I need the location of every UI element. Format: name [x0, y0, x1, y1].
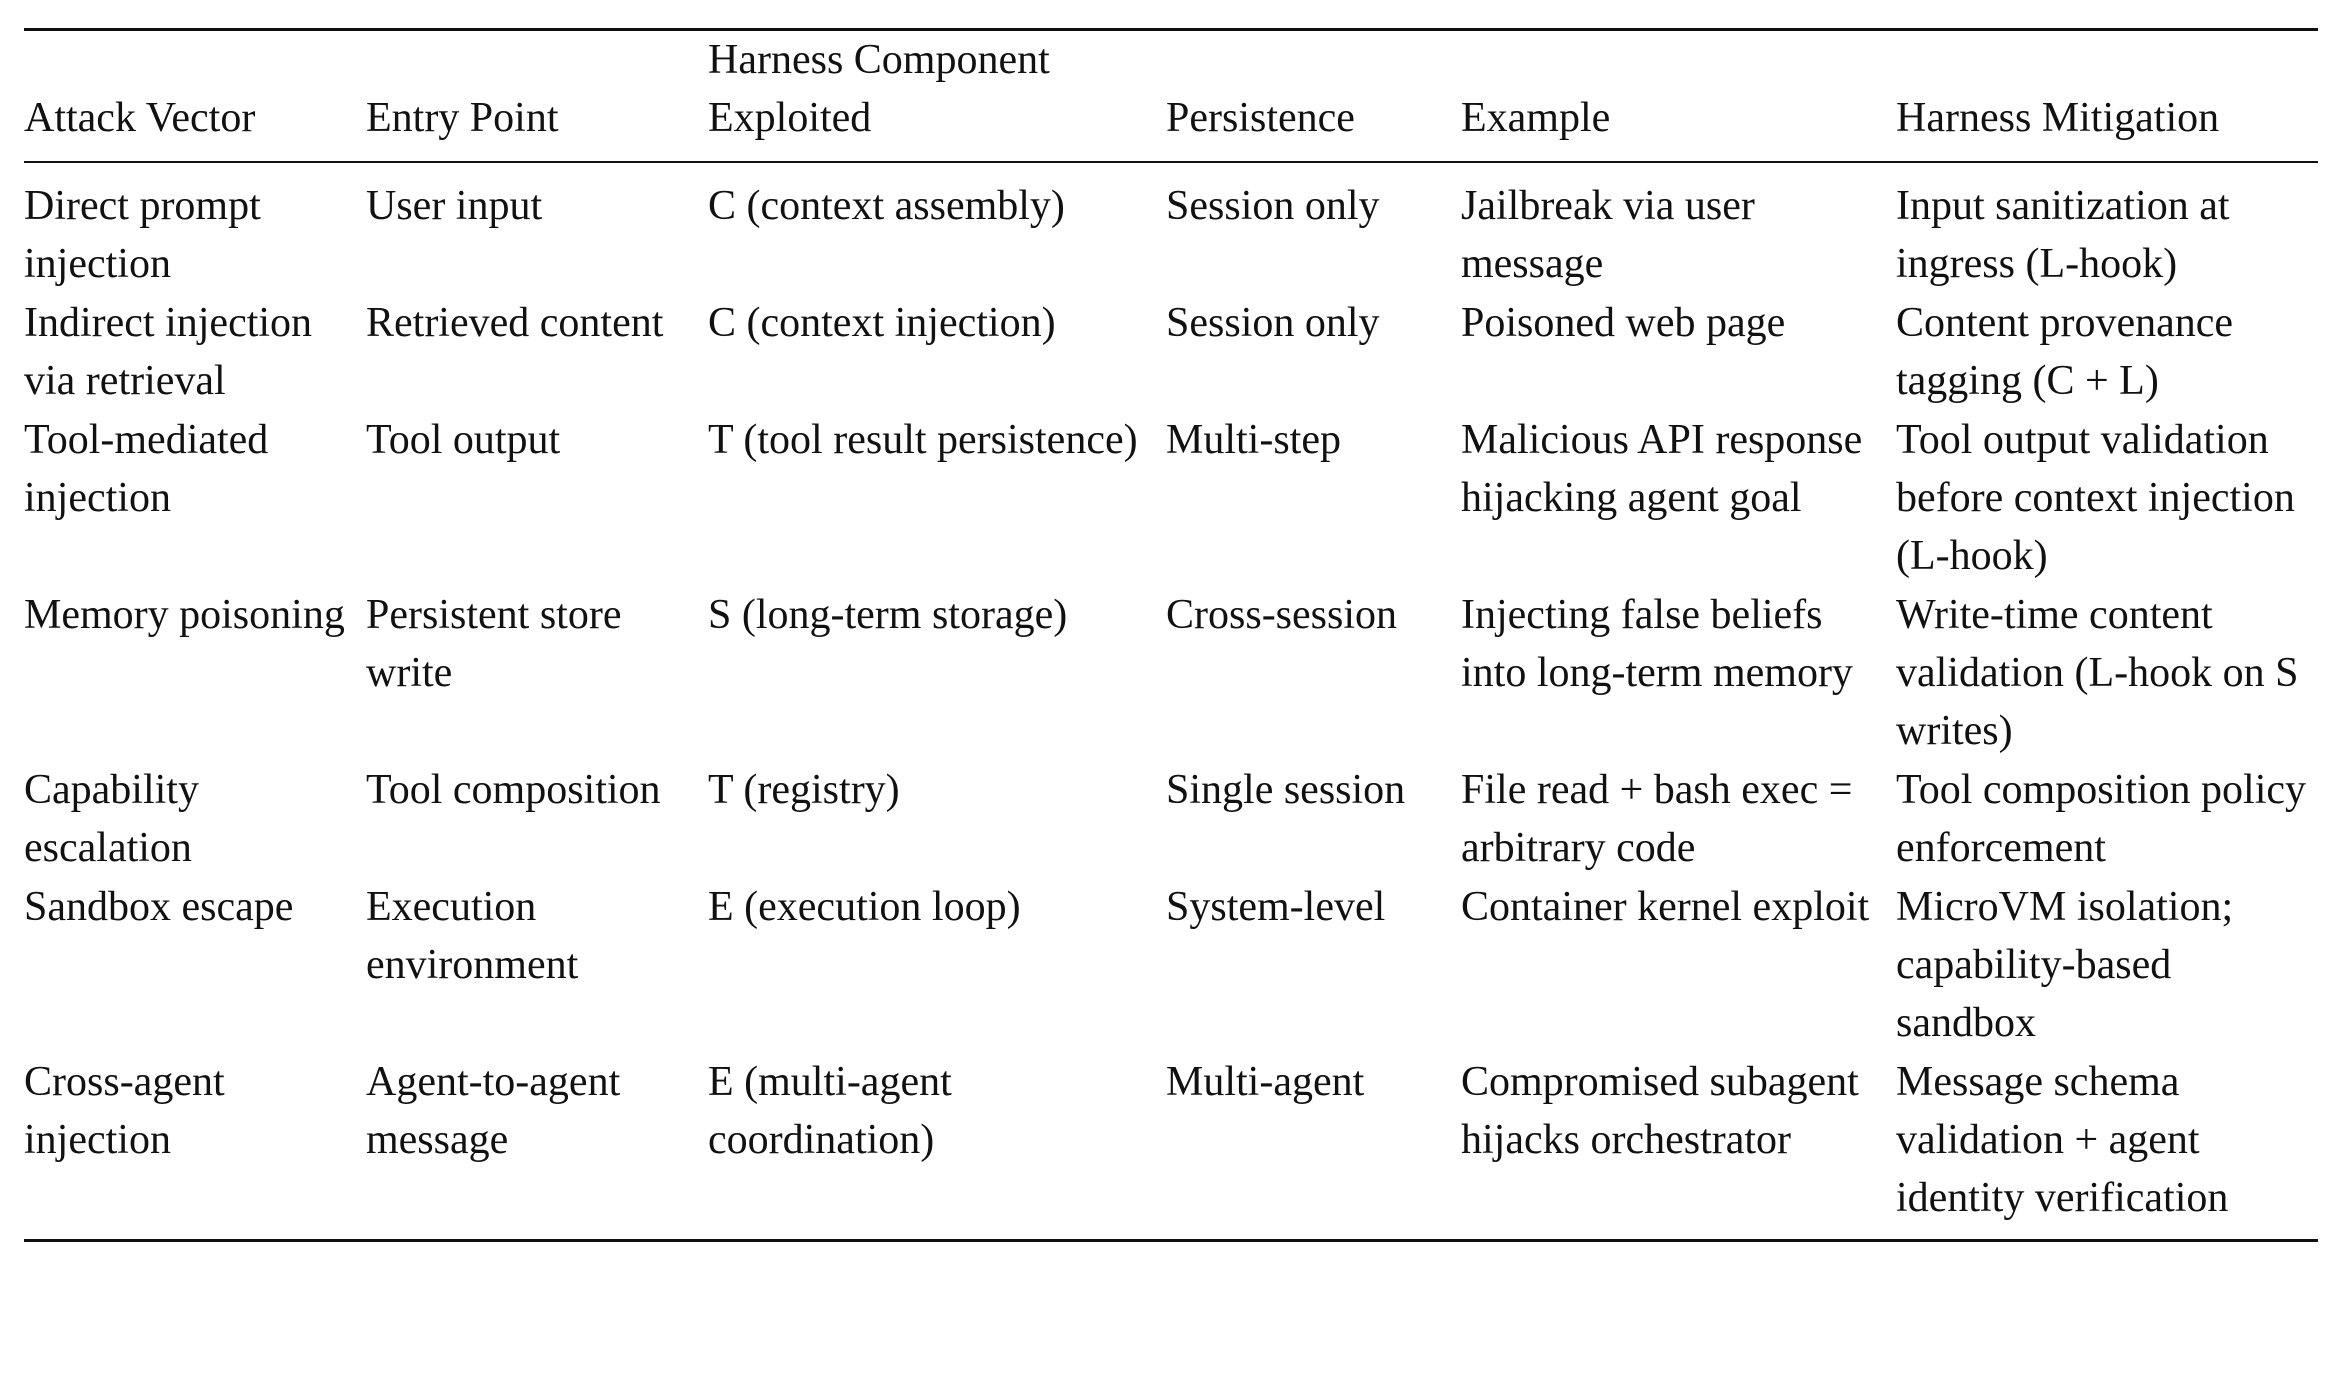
table-row: Cross-agent injection Agent-to-agent mes… [24, 1053, 2318, 1239]
cell-attack-vector: Cross-agent injection [24, 1059, 225, 1163]
cell-persistence: Single session [1166, 767, 1406, 813]
cell-persistence: Session only [1166, 183, 1380, 229]
header-label: Attack Vector [24, 95, 256, 141]
cell-example: Compromised subagent hijacks orchestrato… [1461, 1059, 1859, 1163]
cell-harness-component: C (context injection) [708, 300, 1056, 346]
cell-mitigation: Write-time content validation (L-hook on… [1896, 592, 2299, 754]
header-label: Harness Component Exploited [708, 37, 1050, 141]
cell-example: Malicious API response hijacking agent g… [1461, 417, 1863, 521]
cell-attack-vector: Memory poisoning [24, 592, 345, 638]
cell-entry-point: Persistent store write [366, 592, 622, 696]
header-entry-point: Entry Point [366, 31, 708, 161]
cell-entry-point: Agent-to-agent message [366, 1059, 621, 1163]
cell-entry-point: Tool output [366, 417, 561, 463]
table-row: Memory poisoning Persistent store write … [24, 586, 2318, 761]
cell-example: Container kernel exploit [1461, 884, 1870, 930]
cell-example: Jailbreak via user message [1461, 183, 1755, 287]
header-label: Harness Mitigation [1896, 95, 2220, 141]
cell-harness-component: T (tool result persistence) [708, 417, 1138, 463]
cell-example: Injecting false beliefs into long-term m… [1461, 592, 1853, 696]
header-harness-component: Harness Component Exploited [708, 31, 1166, 161]
cell-entry-point: Retrieved content [366, 300, 664, 346]
header-label: Persistence [1166, 95, 1355, 141]
table-row: Direct prompt injection User input C (co… [24, 163, 2318, 294]
header-rule [24, 161, 2318, 163]
cell-persistence: Session only [1166, 300, 1380, 346]
table-row: Tool-mediated injection Tool output T (t… [24, 411, 2318, 586]
attack-vector-table: Attack Vector Entry Point Harness Compon… [24, 31, 2318, 1239]
cell-example: File read + bash exec = arbitrary code [1461, 767, 1853, 871]
table-row: Capability escalation Tool composition T… [24, 761, 2318, 878]
cell-harness-component: C (context assembly) [708, 183, 1065, 229]
cell-mitigation: Content provenance tagging (C + L) [1896, 300, 2234, 404]
cell-mitigation: Tool composition policy enforcement [1896, 767, 2307, 871]
table-header: Attack Vector Entry Point Harness Compon… [24, 31, 2318, 163]
cell-harness-component: T (registry) [708, 767, 900, 813]
cell-entry-point: User input [366, 183, 543, 229]
cell-persistence: System-level [1166, 884, 1386, 930]
cell-attack-vector: Indirect injection via retrieval [24, 300, 313, 404]
cell-persistence: Multi-agent [1166, 1059, 1365, 1105]
bottom-rule [24, 1239, 2318, 1242]
cell-example: Poisoned web page [1461, 300, 1786, 346]
cell-entry-point: Tool composition [366, 767, 661, 813]
table-row: Indirect injection via retrieval Retriev… [24, 294, 2318, 411]
attack-vector-table-container: Attack Vector Entry Point Harness Compon… [24, 28, 2318, 1242]
cell-harness-component: S (long-term storage) [708, 592, 1068, 638]
cell-entry-point: Execution environment [366, 884, 579, 988]
cell-attack-vector: Sandbox escape [24, 884, 294, 930]
header-label: Example [1461, 95, 1611, 141]
cell-attack-vector: Direct prompt injection [24, 183, 261, 287]
cell-persistence: Multi-step [1166, 417, 1341, 463]
cell-harness-component: E (multi-agent coordination) [708, 1059, 952, 1163]
cell-mitigation: Tool output validation before context in… [1896, 417, 2295, 579]
header-harness-mitigation: Harness Mitigation [1896, 31, 2318, 161]
cell-harness-component: E (execution loop) [708, 884, 1021, 930]
cell-persistence: Cross-session [1166, 592, 1398, 638]
top-rule [24, 28, 2318, 31]
header-label: Entry Point [366, 95, 559, 141]
cell-attack-vector: Tool-mediated injection [24, 417, 269, 521]
cell-mitigation: MicroVM isolation; capability-based sand… [1896, 884, 2234, 1046]
cell-mitigation: Input sanitization at ingress (L-hook) [1896, 183, 2230, 287]
cell-mitigation: Message schema validation + agent identi… [1896, 1059, 2229, 1221]
header-rule-row [24, 161, 2318, 163]
cell-attack-vector: Capability escalation [24, 767, 199, 871]
table-body: Direct prompt injection User input C (co… [24, 163, 2318, 1239]
header-persistence: Persistence [1166, 31, 1461, 161]
header-attack-vector: Attack Vector [24, 31, 366, 161]
table-row: Sandbox escape Execution environment E (… [24, 878, 2318, 1053]
header-example: Example [1461, 31, 1896, 161]
header-row: Attack Vector Entry Point Harness Compon… [24, 31, 2318, 161]
